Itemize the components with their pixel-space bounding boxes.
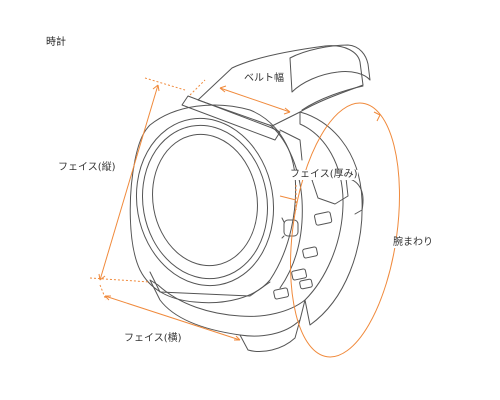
strap-hole xyxy=(299,278,313,290)
face-thickness-arrow xyxy=(279,195,297,201)
strap-hole xyxy=(273,287,290,300)
wrist-ellipse xyxy=(290,102,400,358)
strap-keeper xyxy=(289,44,371,93)
bottom-strap xyxy=(149,279,306,337)
watch-drawing xyxy=(129,44,371,352)
dial xyxy=(152,133,258,267)
face-thickness-label: フェイス(厚み) xyxy=(290,169,358,180)
band-width-label: ベルト幅 xyxy=(244,73,284,84)
strap-hole xyxy=(302,246,319,259)
face-vertical-label: フェイス(縦) xyxy=(58,162,116,173)
wrist-label: 腕まわり xyxy=(393,237,433,248)
bezel xyxy=(135,117,275,287)
strap-hole xyxy=(291,268,308,281)
face-horizontal-label: フェイス(横) xyxy=(124,333,182,344)
strap-hole xyxy=(314,211,333,226)
crown xyxy=(283,219,299,237)
band-width-arrow xyxy=(219,87,291,113)
measurement-guides xyxy=(89,77,400,358)
page-title: 時計 xyxy=(46,37,66,48)
top-strap xyxy=(197,45,364,127)
face-horizontal-arrow xyxy=(104,295,241,341)
watch-case xyxy=(129,104,297,304)
face-vertical-arrow xyxy=(99,84,159,281)
